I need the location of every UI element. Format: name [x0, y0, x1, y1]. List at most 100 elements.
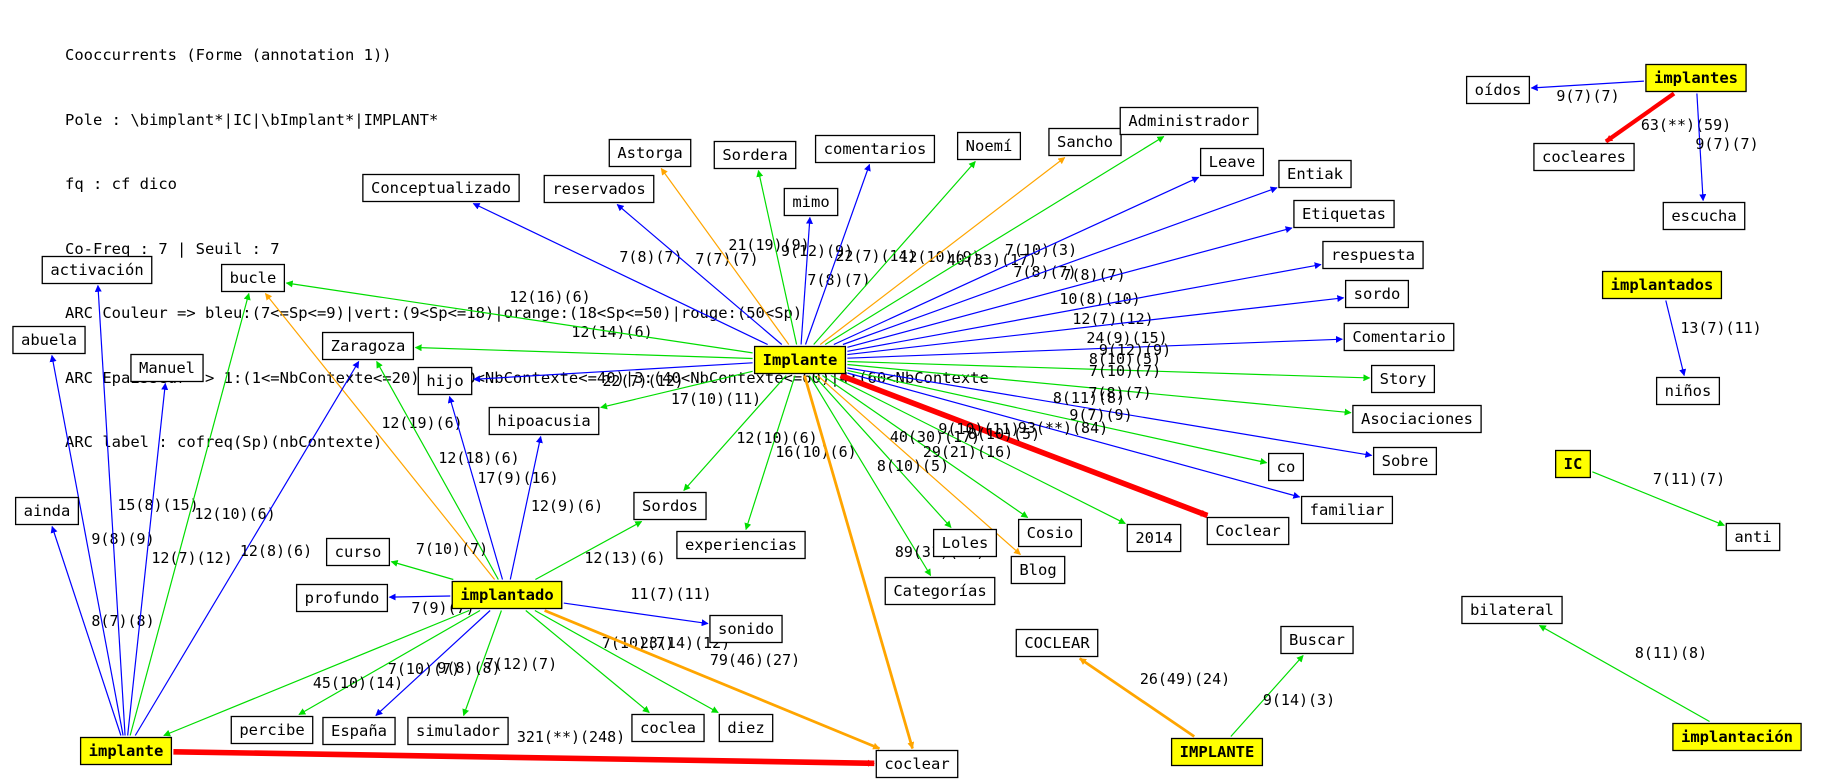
- node-label: Zaragoza: [331, 337, 406, 355]
- node-box: [932, 528, 998, 558]
- node-label: abuela: [21, 331, 77, 349]
- node-hipoacusia: hipoacusia: [488, 406, 600, 436]
- node-curso: curso: [325, 537, 391, 567]
- edge-label: 79(46)(27): [710, 651, 800, 669]
- edge-implante-leave: [833, 176, 1200, 346]
- edge-implante-astorga: [660, 167, 790, 345]
- edge-label: 23(14)(12): [640, 634, 730, 652]
- node-buscar: Buscar: [1280, 625, 1354, 655]
- node-sancho: Sancho: [1048, 127, 1122, 157]
- node-label: simulador: [416, 722, 500, 740]
- pole-node-implante: IMPLANTE: [1170, 737, 1264, 767]
- node-label: cocleares: [1542, 148, 1626, 166]
- node-label: Asociaciones: [1361, 410, 1473, 428]
- edge-implantado-hipoacusia: [509, 435, 543, 580]
- node-label: Story: [1380, 370, 1427, 388]
- node-cosio: Cosio: [1017, 518, 1083, 548]
- node-simulador: simulador: [407, 716, 509, 746]
- node-box: [956, 131, 1022, 161]
- edge-implante-sobre: [847, 367, 1373, 458]
- node-label: Astorga: [617, 144, 682, 162]
- edge-label: 40(30)(17): [890, 428, 980, 446]
- node-sordera: Sordera: [713, 140, 797, 170]
- node-box: [1370, 364, 1436, 394]
- edge-implante-sancho: [819, 157, 1066, 345]
- node-reservados: reservados: [543, 174, 655, 204]
- node-label: diez: [727, 719, 764, 737]
- edge-label: 10(8)(10): [1059, 290, 1140, 308]
- edge-label: 12(10)(6): [736, 429, 817, 447]
- node-coclea: coclea: [631, 713, 705, 743]
- node-label: Comentario: [1352, 328, 1445, 346]
- node-box: [884, 576, 996, 606]
- node-box: [814, 134, 936, 164]
- node-activacion: activación: [41, 255, 153, 285]
- node-box: [783, 187, 839, 217]
- node-label: Loles: [942, 534, 989, 552]
- node-label: implantación: [1681, 728, 1793, 746]
- node-noemi: Noemí: [956, 131, 1022, 161]
- node-espana: España: [322, 716, 396, 746]
- node-escucha: escucha: [1662, 201, 1746, 231]
- node-label: sonido: [718, 620, 774, 638]
- edge-label: 8(7)(8): [91, 612, 154, 630]
- edge-label: 8(11)(8): [1635, 644, 1707, 662]
- node-loles: Loles: [932, 528, 998, 558]
- node-box: [1293, 199, 1395, 229]
- node-story: Story: [1370, 364, 1436, 394]
- edge-label: 7(8)(7): [1088, 384, 1151, 402]
- node-asociaciones: Asociaciones: [1352, 404, 1482, 434]
- node-familiar: familiar: [1300, 495, 1394, 525]
- edge-implante-blog: [817, 375, 1021, 555]
- edge-label: 7(8)(7): [1062, 266, 1125, 284]
- edge-implante-abuela: [49, 354, 124, 736]
- node-leave: Leave: [1199, 147, 1265, 177]
- edge-label: 63(**)(59): [1641, 116, 1731, 134]
- node-ainda: ainda: [14, 496, 80, 526]
- node-astorga: Astorga: [608, 138, 692, 168]
- edge-implante-comentario: [847, 335, 1343, 359]
- node-label: reservados: [552, 180, 645, 198]
- nodes-layer: Implanteimplanteimplantadoimplantesimpla…: [12, 63, 1802, 779]
- edge-implantado-profundo: [388, 593, 451, 601]
- edge-label: 12(10)(6): [194, 505, 275, 523]
- edge-label: 9(7)(7): [1695, 135, 1758, 153]
- edge-label: 12(7)(12): [151, 549, 232, 567]
- node-box: [608, 138, 692, 168]
- node-experiencias: experiencias: [676, 530, 806, 560]
- edge-implantes-oidos: [1530, 80, 1644, 92]
- node-oidos: oídos: [1465, 75, 1531, 105]
- node-box: [1206, 516, 1290, 546]
- node-box: [130, 353, 204, 383]
- node-box: [1322, 240, 1424, 270]
- edge-implantado-coclea: [525, 610, 650, 713]
- edge-implante-etiquetas: [847, 226, 1293, 348]
- edge-label: 7(12)(7): [485, 655, 557, 673]
- edge-implante-zaragoza: [134, 360, 360, 736]
- node-abuela: abuela: [12, 325, 86, 355]
- edge-implantado-espana: [375, 610, 491, 716]
- edge-label: 93(**)(84): [1018, 419, 1108, 437]
- node-label: co: [1277, 458, 1296, 476]
- edge-label: 22(7)(12): [602, 372, 683, 390]
- pole-node-implante: Implante: [753, 345, 847, 375]
- edge-implante-coclear: [173, 748, 875, 767]
- node-label: bucle: [230, 269, 277, 287]
- node-box: [41, 255, 153, 285]
- edge-label: 12(13)(6): [584, 549, 665, 567]
- node-anti: anti: [1725, 522, 1781, 552]
- edge-implante-coclear: [1078, 657, 1196, 738]
- node-categorias: Categorías: [884, 576, 996, 606]
- edge-implantado-implante: [163, 609, 470, 737]
- node-label: hijo: [426, 372, 463, 390]
- edge-label: 7(10)(7): [1089, 362, 1161, 380]
- pole-node-implantacion: implantación: [1672, 722, 1802, 752]
- edge-implante-activacion: [94, 284, 126, 736]
- node-cocleares: cocleares: [1533, 142, 1635, 172]
- edge-implante-respuesta: [847, 262, 1322, 352]
- node-label: profundo: [305, 589, 380, 607]
- edge-label: 12(7)(12): [1072, 310, 1153, 328]
- node-box: [1533, 142, 1635, 172]
- node-diez: diez: [718, 713, 774, 743]
